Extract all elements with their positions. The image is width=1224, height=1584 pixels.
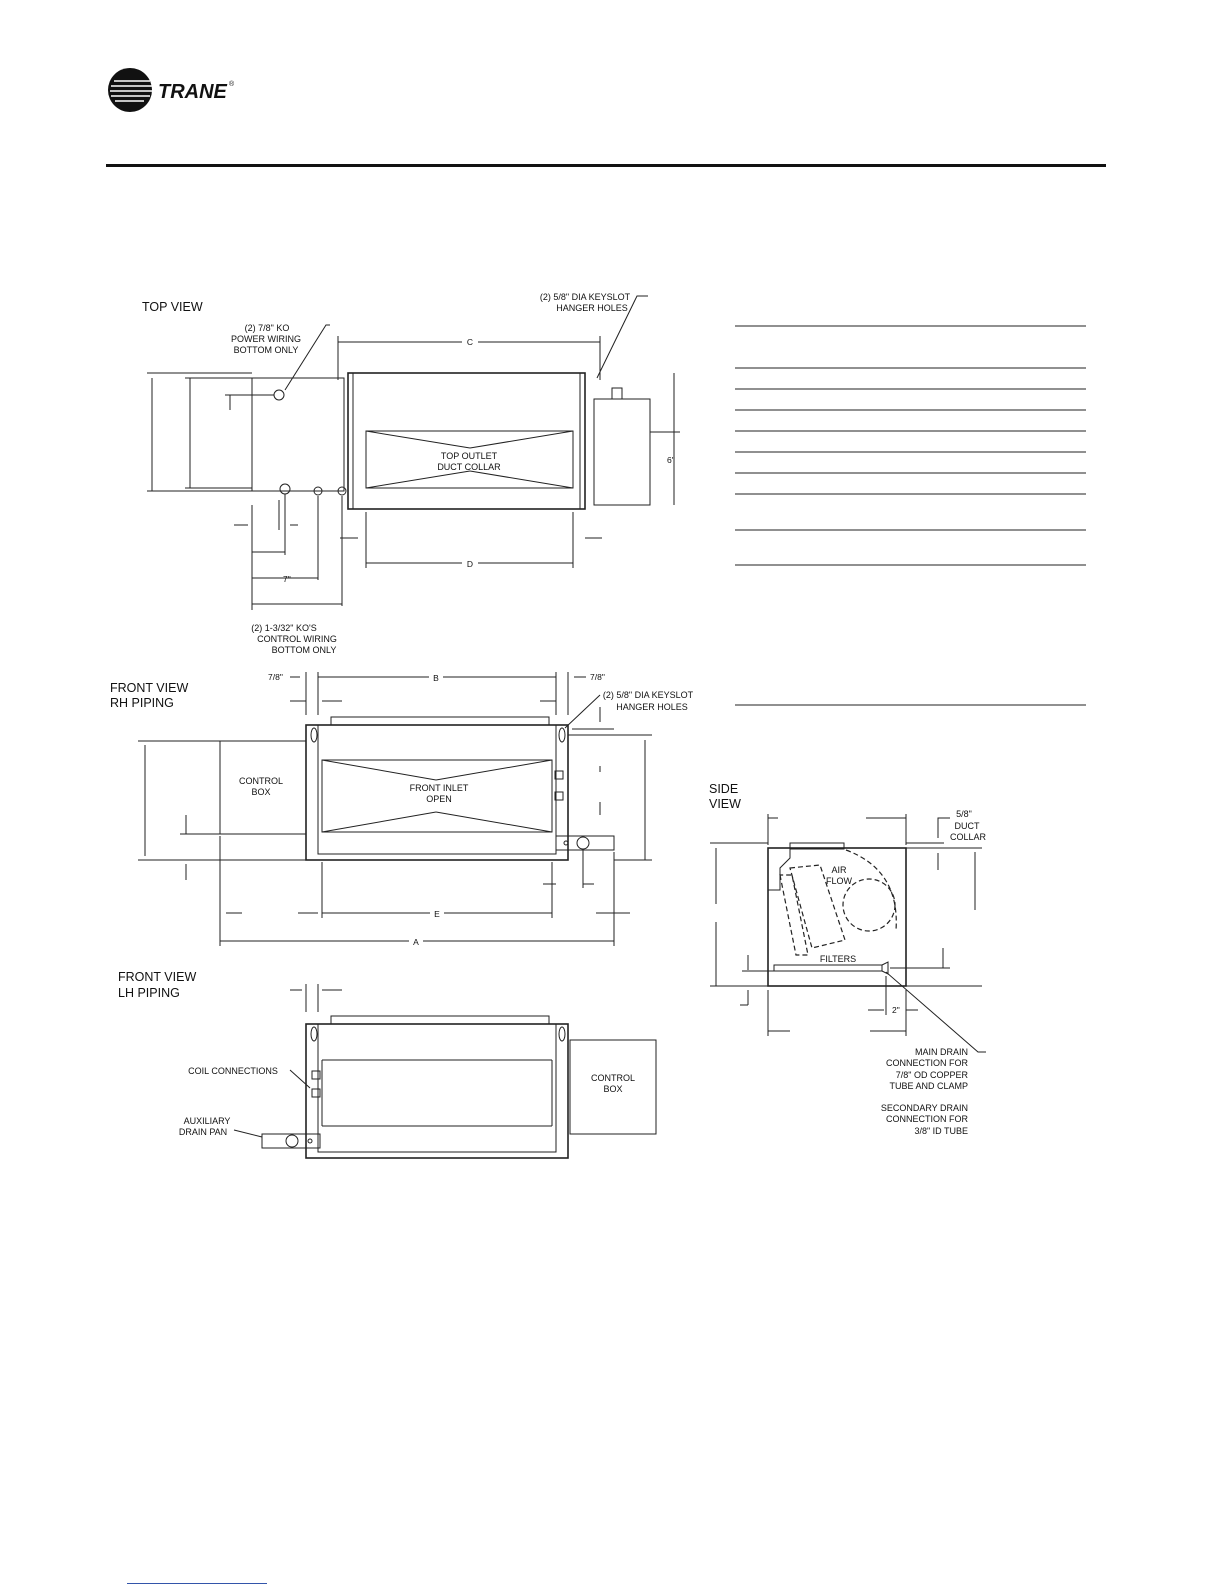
top-outlet-label-2: DUCT COLLAR xyxy=(437,462,501,472)
control-box-rh-1: CONTROL xyxy=(239,776,283,786)
front-inlet-1: FRONT INLET xyxy=(410,783,469,793)
control-ko-2: CONTROL WIRING xyxy=(257,634,337,644)
trane-logo: TRANE ® xyxy=(106,66,266,116)
dim-e: E xyxy=(434,909,440,919)
top-outlet-label-1: TOP OUTLET xyxy=(441,451,498,461)
secondary-drain-1: SECONDARY DRAIN xyxy=(881,1103,968,1113)
air-flow-2: FLOW xyxy=(826,876,853,886)
duct-collar-2: DUCT xyxy=(955,821,980,831)
power-ko-3: BOTTOM ONLY xyxy=(234,345,299,355)
duct-collar-1: 5/8" xyxy=(956,809,972,819)
front-rh-title-2: RH PIPING xyxy=(110,696,174,710)
power-ko-2: POWER WIRING xyxy=(231,334,301,344)
dim-six: 6" xyxy=(667,455,675,465)
side-title-2: VIEW xyxy=(709,797,741,811)
aux-drain-1: AUXILIARY xyxy=(184,1116,231,1126)
front-view-lh: FRONT VIEW LH PIPING CONTROL BOX COIL CO… xyxy=(118,970,657,1159)
dim-seven: 7" xyxy=(283,574,291,584)
top-view: TOP VIEW TOP OUTLET DUCT COLLAR (2) 5/8"… xyxy=(142,292,680,655)
filters-label: FILTERS xyxy=(820,954,856,964)
top-view-title: TOP VIEW xyxy=(142,300,203,314)
side-title-1: SIDE xyxy=(709,782,738,796)
spec-table-rules xyxy=(735,325,1086,706)
header-rule xyxy=(106,164,1106,167)
dim-c: C xyxy=(467,337,473,347)
power-ko-1: (2) 7/8" KO xyxy=(245,323,290,333)
front-rh-title-1: FRONT VIEW xyxy=(110,681,188,695)
aux-drain-2: DRAIN PAN xyxy=(179,1127,227,1137)
dim-d: D xyxy=(467,559,473,569)
keyslot-top-2: HANGER HOLES xyxy=(556,303,628,313)
control-box-lh-1: CONTROL xyxy=(591,1073,635,1083)
main-drain-3: 7/8" OD COPPER xyxy=(896,1070,969,1080)
coil-connections-label: COIL CONNECTIONS xyxy=(188,1066,278,1076)
front-lh-title-1: FRONT VIEW xyxy=(118,970,196,984)
registered-mark: ® xyxy=(229,80,235,88)
front-lh-title-2: LH PIPING xyxy=(118,986,180,1000)
dim-seven-eighths-right: 7/8" xyxy=(590,672,605,682)
secondary-drain-3: 3/8" ID TUBE xyxy=(914,1126,968,1136)
dim-a: A xyxy=(413,937,419,947)
keyslot-top-1: (2) 5/8" DIA KEYSLOT xyxy=(540,292,631,302)
dim-seven-eighths-left: 7/8" xyxy=(268,672,283,682)
main-drain-2: CONNECTION FOR xyxy=(886,1058,968,1068)
control-ko-3: BOTTOM ONLY xyxy=(272,645,337,655)
keyslot-front-1: (2) 5/8" DIA KEYSLOT xyxy=(603,690,694,700)
main-drain-1: MAIN DRAIN xyxy=(915,1047,968,1057)
front-inlet-2: OPEN xyxy=(426,794,452,804)
main-drain-4: TUBE AND CLAMP xyxy=(889,1081,968,1091)
front-view-rh: FRONT VIEW RH PIPING CONTROL BOX FRONT I… xyxy=(110,672,694,947)
secondary-drain-2: CONNECTION FOR xyxy=(886,1114,968,1124)
dim-two: 2" xyxy=(892,1005,900,1015)
control-box-rh-2: BOX xyxy=(251,787,270,797)
dim-b: B xyxy=(433,673,439,683)
air-flow-1: AIR xyxy=(831,865,847,875)
control-ko-1: (2) 1-3/32" KO'S xyxy=(251,623,316,633)
control-box-lh-2: BOX xyxy=(603,1084,622,1094)
duct-collar-3: COLLAR xyxy=(950,832,987,842)
trane-logo-text: TRANE xyxy=(158,81,228,103)
keyslot-front-2: HANGER HOLES xyxy=(616,702,688,712)
side-view: SIDE VIEW AIR FLOW FILTERS 5/8" DUCT COL… xyxy=(709,782,987,1136)
